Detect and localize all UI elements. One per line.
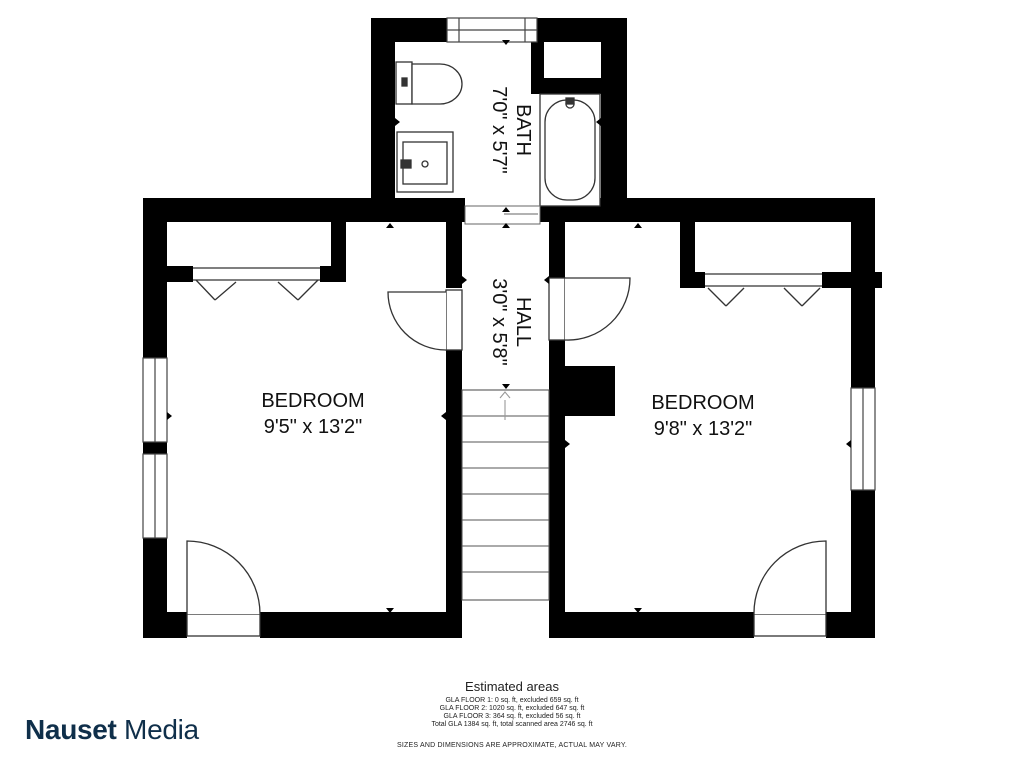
brand-logo: Nauset Media xyxy=(25,714,199,746)
bath-window xyxy=(446,17,538,43)
sink xyxy=(396,131,454,193)
hall-size: 3'0" x 5'8" xyxy=(488,278,510,365)
bedroom-left-name: BEDROOM xyxy=(261,390,364,412)
estimated-areas-title: Estimated areas xyxy=(465,679,559,694)
brand-name-regular: Media xyxy=(116,714,199,745)
side-windows xyxy=(142,357,876,539)
exterior-door-right xyxy=(753,540,827,637)
bedroom-right-door xyxy=(548,277,631,341)
bedroom-left-size: 9'5" x 13'2" xyxy=(264,416,363,438)
hall-label: HALL 3'0" x 5'8" xyxy=(488,278,534,365)
bedroom-left-door xyxy=(387,289,463,351)
brand-name-bold: Nauset xyxy=(25,714,117,745)
bath-walls xyxy=(371,18,627,208)
bath-label: BATH 7'0" x 5'7" xyxy=(488,86,534,173)
bath-name: BATH xyxy=(512,104,534,156)
bedroom-right-name: BEDROOM xyxy=(651,392,754,414)
hall-name: HALL xyxy=(512,297,534,347)
bedroom-right-size: 9'8" x 13'2" xyxy=(654,418,753,440)
toilet xyxy=(395,61,463,105)
area-line-floor-1: GLA FLOOR 1: 0 sq. ft, excluded 659 sq. … xyxy=(445,697,579,704)
area-line-floor-3: GLA FLOOR 3: 364 sq. ft, excluded 56 sq.… xyxy=(443,713,581,720)
closet-doors-right xyxy=(705,273,822,307)
dimension-ticks xyxy=(167,40,851,613)
area-line-total: Total GLA 1384 sq. ft, total scanned are… xyxy=(431,721,593,728)
exterior-door-left xyxy=(186,540,261,637)
staircase xyxy=(461,389,550,601)
area-line-floor-2: GLA FLOOR 2: 1020 sq. ft, excluded 647 s… xyxy=(439,705,585,712)
bath-door-opening xyxy=(464,205,541,225)
closet-doors-left xyxy=(193,267,320,301)
disclaimer: SIZES AND DIMENSIONS ARE APPROXIMATE, AC… xyxy=(397,742,627,749)
bathtub xyxy=(539,93,601,207)
estimated-areas-list: GLA FLOOR 1: 0 sq. ft, excluded 659 sq. … xyxy=(0,697,1024,729)
main-walls xyxy=(143,198,882,638)
bath-size: 7'0" x 5'7" xyxy=(488,86,510,173)
